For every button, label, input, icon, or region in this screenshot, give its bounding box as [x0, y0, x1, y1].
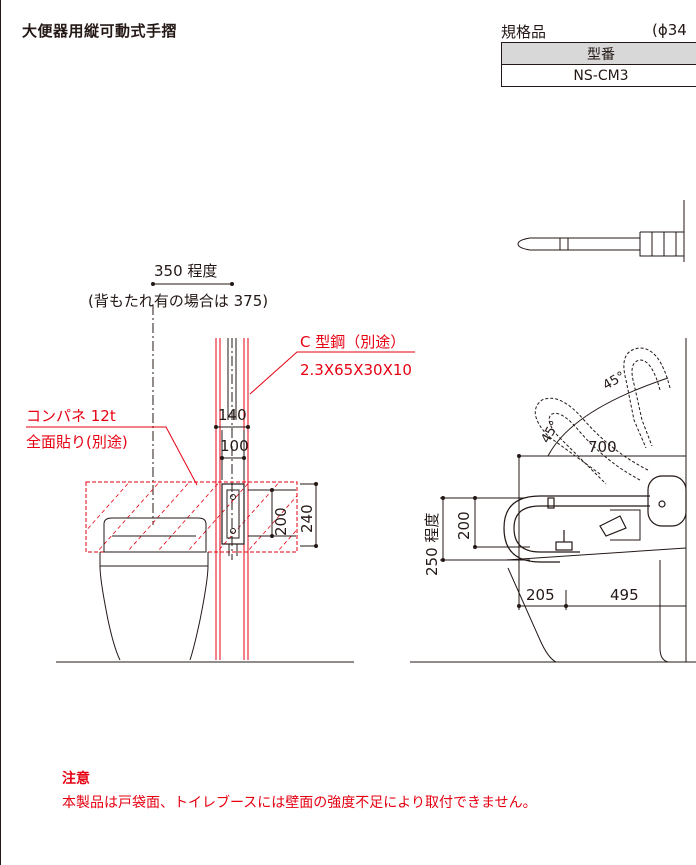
side-view: 250 程度 200 700 205 495 45° 45°	[410, 338, 696, 663]
spec-table-header: 型番	[501, 42, 696, 65]
angle-45-lower: 45°	[538, 419, 563, 446]
dim-200-front: 200	[272, 507, 290, 536]
label-panel: コンパネ 12t	[26, 407, 116, 425]
dim-700-side: 700	[588, 438, 617, 456]
note-text: 本製品は戸袋面、トイレブースには壁面の強度不足により取付できません。	[62, 795, 537, 811]
label-panel-sub: 全面貼り(別途)	[26, 433, 128, 451]
dim-200-side: 200	[455, 511, 473, 540]
spec-label: 規格品	[501, 23, 547, 41]
dim-140: 140	[218, 406, 247, 424]
dim-350: 350 程度	[154, 262, 217, 280]
front-view: 350 程度 (背もたれ有の場合は 375) C 型鋼（別途） 2.3X65X3…	[26, 262, 415, 663]
page-title: 大便器用縦可動式手摺	[22, 22, 178, 40]
top-view-handrail	[517, 200, 685, 262]
dim-205-side: 205	[526, 586, 555, 604]
frame-border	[0, 0, 1, 865]
dim-240-front: 240	[298, 504, 316, 533]
label-c-channel: C 型鋼（別途）	[300, 333, 405, 351]
spec-diameter: (ϕ34	[652, 21, 687, 39]
dim-495-side: 495	[610, 586, 639, 604]
spec-table-model: NS-CM3	[501, 64, 696, 87]
angle-45-upper: 45°	[601, 369, 628, 394]
dim-100: 100	[220, 437, 249, 455]
dim-250-side: 250 程度	[423, 513, 441, 576]
dim-375: (背もたれ有の場合は 375)	[88, 292, 268, 310]
note-title: 注意	[62, 771, 90, 787]
spec-table: 型番 NS-CM3	[501, 42, 696, 87]
label-c-channel-size: 2.3X65X30X10	[300, 361, 412, 379]
